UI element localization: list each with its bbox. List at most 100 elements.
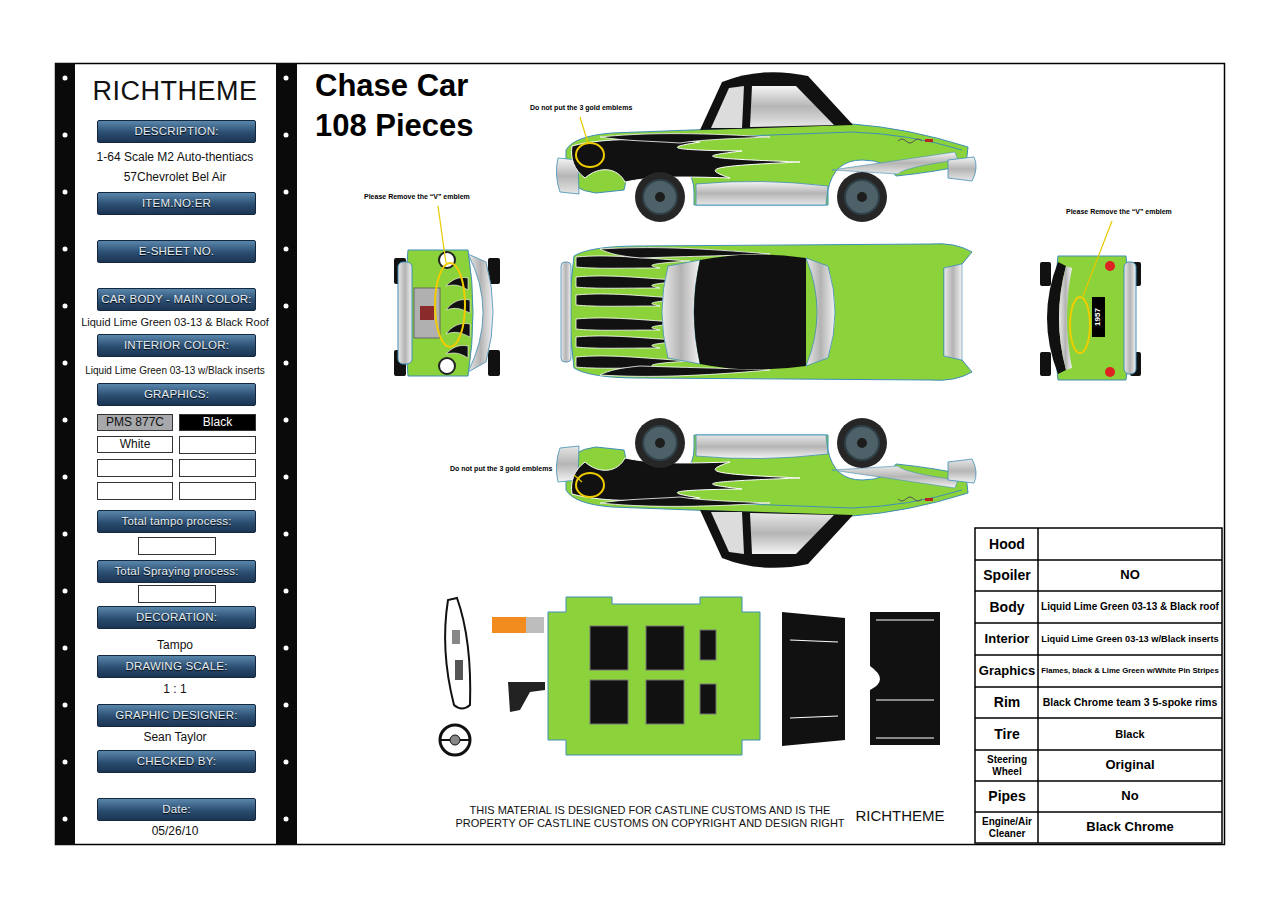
label-slot: Engine/Air Cleaner	[976, 812, 1038, 843]
callout-note: Do not put the 3 gold emblems	[450, 465, 552, 473]
field-label-bar-text: ITEM.NO:ER	[142, 197, 211, 210]
copyright-note: THIS MATERIAL IS DESIGNED FOR CASTLINE C…	[447, 804, 853, 829]
field-label-bar: E-SHEET NO.	[97, 240, 256, 263]
table-cell: No	[1121, 789, 1138, 804]
table-header: Interior	[985, 632, 1030, 647]
callout-note: Please Remove the “V” emblem	[364, 193, 470, 201]
table-header: Engine/Air Cleaner	[978, 816, 1036, 839]
punch-strip	[55, 63, 75, 845]
field-label-bar: DESCRIPTION:	[97, 120, 256, 143]
table-cell: Original	[1105, 758, 1154, 773]
label-slot: Pipes	[976, 781, 1038, 812]
field-label-bar: DRAWING SCALE:	[97, 655, 256, 678]
table-cell: Black Chrome team 3 5-spoke rims	[1043, 696, 1218, 708]
field-label-bar: DECORATION:	[97, 606, 256, 629]
spec-table-grid	[975, 528, 1222, 843]
label-slot: Sean Taylor	[75, 730, 275, 746]
label-slot: Liquid Lime Green 03-13 w/Black inserts	[1039, 623, 1221, 655]
color-chip: PMS 877C	[97, 414, 173, 431]
field-label-bar: Total Spraying process:	[97, 560, 256, 583]
field-value: 1-64 Scale M2 Auto-thentiacs	[97, 151, 254, 165]
label-slot: Black	[1039, 718, 1221, 750]
field-label-bar: CHECKED BY:	[97, 750, 256, 773]
field-label-bar: GRAPHIC DESIGNER:	[97, 704, 256, 727]
label-slot: NO	[1039, 560, 1221, 591]
field-value: 05/26/10	[152, 825, 199, 839]
field-label-bar-text: GRAPHICS:	[144, 388, 209, 401]
punch-strip	[276, 63, 297, 845]
color-chip-text: PMS 877C	[106, 416, 164, 430]
table-cell: Flames, black & Lime Green w/White Pin S…	[1041, 667, 1218, 676]
label-slot: Body	[976, 591, 1038, 623]
color-chip-text: White	[120, 438, 151, 452]
table-header: Tire	[994, 726, 1019, 742]
label-slot: Steering Wheel	[976, 750, 1038, 781]
table-header: Graphics	[979, 664, 1035, 679]
label-slot: Spoiler	[976, 560, 1038, 591]
color-chip: White	[97, 436, 173, 453]
car-side-view	[556, 418, 976, 568]
label-slot: No	[1039, 781, 1221, 812]
brand-mark: RICHTHEME	[855, 807, 944, 824]
label-slot: Liquid Lime Green 03-13 & Black roof	[1039, 591, 1221, 623]
field-label-bar: ITEM.NO:ER	[97, 192, 256, 215]
empty-cells	[98, 437, 256, 603]
table-cell: Black Chrome	[1086, 820, 1173, 835]
field-label-bar: CAR BODY - MAIN COLOR:	[97, 288, 256, 311]
leader-lines	[438, 117, 1112, 482]
field-value: 57Chevrolet Bel Air	[124, 171, 227, 185]
side-panel-text: RICHTHEME	[93, 76, 258, 107]
field-label-bar-text: Total tampo process:	[121, 515, 231, 528]
label-slot: 05/26/10	[75, 824, 275, 840]
label-slot: Liquid Lime Green 03-13 & Black Roof	[75, 314, 275, 330]
label-slot: Please Remove the “V” emblem	[364, 192, 494, 203]
label-slot: Tire	[976, 718, 1038, 750]
label-slot: 1-64 Scale M2 Auto-thentiacs	[75, 150, 275, 166]
field-value: Liquid Lime Green 03-13 & Black Roof	[81, 316, 269, 329]
label-slot: Liquid Lime Green 03-13 w/Black inserts	[75, 363, 275, 379]
field-label-bar-text: GRAPHIC DESIGNER:	[115, 709, 237, 722]
label-slot: Graphics	[976, 655, 1038, 687]
interior-parts	[440, 597, 940, 755]
field-value: Sean Taylor	[143, 731, 206, 745]
table-cell: Liquid Lime Green 03-13 & Black roof	[1041, 601, 1219, 613]
table-cell: NO	[1120, 568, 1140, 583]
field-label-bar-text: E-SHEET NO.	[139, 245, 214, 258]
callout-note: Do not put the 3 gold emblems	[530, 104, 632, 112]
label-slot: 57Chevrolet Bel Air	[75, 170, 275, 186]
table-header: Pipes	[988, 788, 1025, 804]
field-label-bar-text: Total Spraying process:	[114, 565, 238, 578]
color-chip-text: Black	[203, 416, 232, 430]
punch-holes	[63, 76, 68, 822]
label-slot: 1 : 1	[75, 682, 275, 698]
field-label-bar: Date:	[97, 798, 256, 821]
label-slot: Rim	[976, 687, 1038, 718]
sheet-title: Chase Car 108 Pieces	[315, 66, 500, 146]
table-header: Spoiler	[983, 567, 1030, 583]
label-slot: Do not put the 3 gold emblems	[450, 464, 572, 475]
label-slot: Do not put the 3 gold emblems	[530, 103, 655, 114]
label-slot: 1957	[1092, 297, 1104, 337]
license-plate: 1957	[1093, 308, 1102, 326]
label-slot: Black Chrome team 3 5-spoke rims	[1039, 687, 1221, 718]
field-label-bar: GRAPHICS:	[97, 383, 256, 406]
label-slot: Interior	[976, 623, 1038, 655]
field-label-bar-text: DESCRIPTION:	[134, 125, 218, 138]
car-side-view	[556, 72, 976, 222]
field-label-bar: Total tampo process:	[97, 510, 256, 533]
car-top-view	[561, 244, 972, 381]
table-header: Body	[990, 599, 1025, 615]
sheet-frame	[56, 64, 1225, 845]
color-chip: Black	[179, 414, 256, 431]
car-rear-view	[1040, 256, 1141, 380]
table-header: Rim	[994, 694, 1020, 710]
field-label-bar: INTERIOR COLOR:	[97, 334, 256, 357]
field-value: 1 : 1	[163, 683, 186, 697]
table-cell: Liquid Lime Green 03-13 w/Black inserts	[1041, 634, 1218, 645]
field-label-bar-text: DECORATION:	[136, 611, 217, 624]
table-header: Hood	[989, 536, 1025, 552]
table-header: Steering Wheel	[978, 754, 1036, 777]
field-value: Tampo	[157, 639, 193, 653]
label-slot: Please Remove the “V” emblem	[1066, 207, 1201, 218]
car-front-view	[394, 250, 500, 376]
